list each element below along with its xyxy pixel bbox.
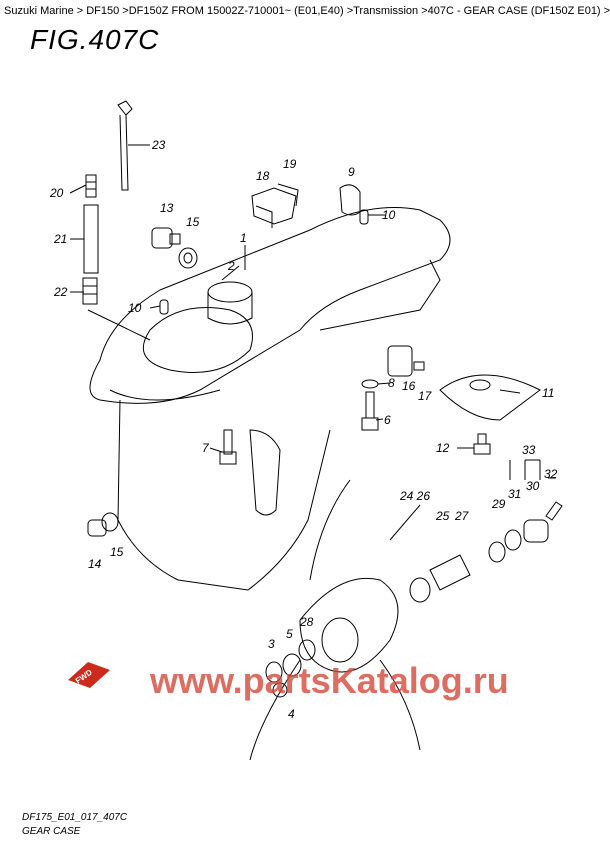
callout-10a: 10 [382, 208, 396, 222]
callout-14: 14 [88, 557, 102, 571]
callout-18: 18 [256, 169, 270, 183]
part-10-dowel-top[interactable] [359, 209, 369, 225]
part-18-19-bracket[interactable] [251, 183, 299, 228]
part-20-22-hose-fitting[interactable] [82, 174, 99, 305]
callout-8: 8 [388, 376, 395, 390]
part-3-washer[interactable] [265, 661, 283, 683]
callout-10b: 10 [128, 301, 142, 315]
callout-19: 19 [283, 157, 297, 171]
part-6-bolt[interactable] [361, 391, 379, 431]
callout-4: 4 [288, 707, 295, 721]
part-30-nut[interactable] [523, 519, 549, 543]
footer-code: DF175_E01_017_407C [22, 812, 128, 823]
callout-24-26: 24 26 [399, 489, 430, 503]
callout-15a: 15 [186, 215, 200, 229]
part-29-washer[interactable] [488, 541, 506, 563]
part-23-cable-tie[interactable] [117, 100, 133, 191]
callout-21: 21 [53, 232, 67, 246]
part-8-washer[interactable] [361, 379, 379, 389]
part-31-spacer[interactable] [504, 529, 522, 551]
figure-title: FIG.407C [30, 24, 160, 55]
part-11-trim-tab[interactable] [439, 374, 541, 421]
callout-31: 31 [508, 487, 521, 501]
part-15-washer-lower[interactable] [101, 512, 119, 532]
callout-20: 20 [49, 186, 64, 200]
callout-25: 25 [435, 509, 450, 523]
callout-22: 22 [53, 285, 68, 299]
callout-32: 32 [544, 467, 558, 481]
callout-6: 6 [384, 413, 391, 427]
callout-13: 13 [160, 201, 174, 215]
callout-7: 7 [202, 441, 210, 455]
part-12-bolt[interactable] [473, 433, 491, 455]
callout-17: 17 [418, 389, 433, 403]
part-14-plug[interactable] [87, 519, 107, 537]
part-1-gear-case-housing[interactable] [89, 207, 451, 591]
callout-16: 16 [402, 379, 416, 393]
part-25-bushing[interactable] [409, 554, 471, 603]
callout-12: 12 [436, 441, 450, 455]
callout-1: 1 [240, 231, 247, 245]
part-9-cap[interactable] [339, 184, 361, 216]
callout-5: 5 [286, 627, 293, 641]
callout-9: 9 [348, 165, 355, 179]
part-13-plug[interactable] [151, 227, 181, 249]
callout-15b: 15 [110, 545, 124, 559]
part-16-17-anode[interactable] [387, 345, 425, 377]
part-28-washer[interactable] [298, 639, 316, 661]
part-7-bolt[interactable] [219, 429, 237, 465]
callout-30: 30 [526, 479, 540, 493]
part-15-washer[interactable] [178, 247, 198, 269]
callout-11: 11 [542, 386, 554, 400]
breadcrumb: Suzuki Marine > DF150 >DF150Z FROM 15002… [4, 5, 610, 17]
callout-2: 2 [227, 259, 235, 273]
callout-28: 28 [299, 615, 314, 629]
callout-23: 23 [151, 138, 166, 152]
part-5-spacer[interactable] [282, 653, 302, 677]
part-4-nut[interactable] [272, 682, 288, 698]
callout-3: 3 [268, 637, 275, 651]
callout-33: 33 [522, 443, 536, 457]
part-10-dowel-left[interactable] [159, 299, 169, 315]
watermark: www.partsKatalog.ru [150, 660, 509, 701]
fwd-badge: FWD [68, 662, 110, 688]
part-24-26-propeller[interactable] [249, 479, 421, 761]
part-32-cotter-pin[interactable] [545, 501, 563, 521]
footer-name: GEAR CASE [22, 826, 81, 837]
callout-29: 29 [491, 497, 506, 511]
callout-27: 27 [454, 509, 470, 523]
